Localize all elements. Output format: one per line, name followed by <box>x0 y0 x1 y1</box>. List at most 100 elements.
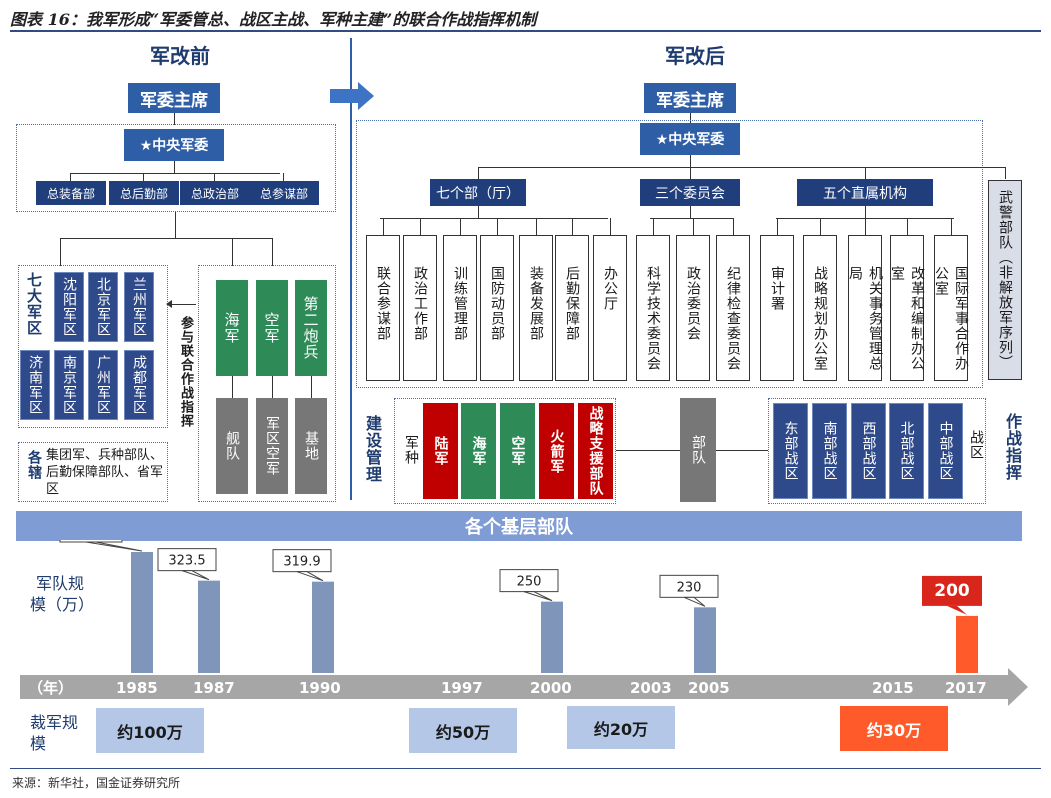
before-chair-connector <box>174 113 175 125</box>
cut-3: 约30万 <box>840 706 948 751</box>
armed-police-label: 武警部队（非解放军序列） <box>997 190 1013 370</box>
bar-1990 <box>312 581 334 673</box>
region-1-label: 北京军区 <box>95 277 111 337</box>
before-heading: 军改前 <box>150 44 210 68</box>
link-troops-theater <box>716 450 768 451</box>
after-dept-10: 审计署 <box>760 235 794 381</box>
theater-0-label: 东部战区 <box>782 421 799 481</box>
after-group-drop-1 <box>478 167 479 179</box>
before-dept-0: 总装备部 <box>36 181 106 205</box>
service-frame <box>394 398 616 504</box>
year-1987: 1987 <box>193 679 235 697</box>
after-dept-12-label: 机关事务管理总局 <box>847 266 883 371</box>
year-2000: 2000 <box>530 679 572 697</box>
before-cmc-frame <box>16 124 336 212</box>
cut-label: 裁军规模 <box>30 713 79 753</box>
after-dept-8: 政治委员会 <box>676 235 710 381</box>
after-group-1: 三个委员会 <box>640 179 740 206</box>
after-cmc-box: ★中央军委 <box>640 123 740 155</box>
after-service-3-label: 火箭军 <box>548 428 565 474</box>
g1-stem <box>478 206 479 218</box>
source-note: 来源：新华社，国金证券研究所 <box>12 776 181 790</box>
theater-4-label: 中部战区 <box>937 421 954 481</box>
before-service-link-1 <box>272 376 273 398</box>
before-chairman-box: 军委主席 <box>128 83 220 113</box>
bar-2017 <box>956 615 978 673</box>
after-cmc-frame <box>356 120 983 388</box>
arrow-right-icon <box>330 82 374 110</box>
after-dept-5-label: 后勤保障部 <box>564 266 580 341</box>
bar-value-2005: 230 <box>677 580 702 595</box>
figure-title: 图表 16：我军形成“军委管总、战区主战、军种主建”的联合作战指挥机制 <box>10 10 537 29</box>
bar-label-2005: 230 <box>659 574 719 607</box>
bar-1985 <box>131 552 153 673</box>
source-rule <box>10 768 1041 769</box>
after-dept-drop-0 <box>383 218 384 235</box>
year-2005: 2005 <box>688 679 730 697</box>
after-dept-14-label: 国际军事合作办公室 <box>933 266 969 371</box>
title-rule <box>10 30 1041 32</box>
before-down-left <box>60 238 61 266</box>
after-service-4: 战略支援部队 <box>578 403 613 499</box>
command-label: 作战指挥 <box>1003 413 1022 481</box>
region-2-label: 兰州军区 <box>131 277 147 337</box>
joint-label: 参与联合作战指挥 <box>178 316 193 428</box>
after-dept-14: 国际军事合作办公室 <box>933 235 969 381</box>
g3-stem <box>865 206 866 218</box>
before-service-link-0 <box>232 376 233 398</box>
year-2017: 2017 <box>945 679 987 697</box>
troops-label: 部队 <box>690 435 706 465</box>
region-6: 成都军区 <box>124 350 154 420</box>
before-dept-drop-2 <box>214 173 215 181</box>
after-dept-0-label: 联合参谋部 <box>375 266 391 341</box>
g2-stem <box>690 206 691 218</box>
region-0: 沈阳军区 <box>54 272 84 342</box>
before-unit-2: 基地 <box>295 398 327 494</box>
region-2: 兰州军区 <box>124 272 154 342</box>
after-dept-3-label: 国防动员部 <box>489 266 505 341</box>
g2-bar <box>650 218 733 219</box>
before-dept-3: 总参谋部 <box>249 181 319 205</box>
link-service-troops <box>616 450 680 451</box>
before-unit-0: 舰队 <box>216 398 248 494</box>
after-dept-drop-10 <box>777 218 778 235</box>
region-4-label: 南京军区 <box>61 355 77 415</box>
after-dept-0: 联合参谋部 <box>366 235 400 381</box>
after-dept-drop-3 <box>497 218 498 235</box>
after-dept-drop-8 <box>693 218 694 235</box>
bar-label-2017: 200 <box>922 575 982 615</box>
size-label: 军队规模（万） <box>30 574 95 614</box>
before-down-stem <box>175 212 176 238</box>
year-2003: 2003 <box>630 679 672 697</box>
bar-label-1987: 323.5 <box>157 548 217 581</box>
after-chair-connector <box>690 113 691 123</box>
after-dept-drop-14 <box>951 218 952 235</box>
bar-label-1990: 319.9 <box>272 549 332 582</box>
after-dept-9: 纪律检查委员会 <box>716 235 750 381</box>
after-dept-11-label: 战略规划办公室 <box>812 266 828 371</box>
after-dept-drop-1 <box>420 218 421 235</box>
after-dept-4: 装备发展部 <box>519 235 553 381</box>
after-dept-8-label: 政治委员会 <box>685 266 701 341</box>
joint-arrow-head <box>166 300 172 308</box>
theater-frame <box>768 398 986 504</box>
after-dept-12: 机关事务管理总局 <box>847 235 883 381</box>
after-dept-9-label: 纪律检查委员会 <box>725 266 741 371</box>
after-dept-drop-11 <box>820 218 821 235</box>
before-dept-bar <box>70 173 280 174</box>
before-service-0: 海军 <box>216 280 248 376</box>
theater-3-label: 北部战区 <box>898 421 915 481</box>
region-5-label: 广州军区 <box>95 355 111 415</box>
after-service-2-label: 空军 <box>509 436 526 466</box>
after-dept-10-label: 审计署 <box>769 266 785 311</box>
theater-1-label: 南部战区 <box>821 421 838 481</box>
bar-1987 <box>198 580 220 673</box>
region-3: 济南军区 <box>20 350 50 420</box>
before-service-1: 空军 <box>256 280 288 376</box>
before-down-bar <box>60 238 272 239</box>
base-units-bar: 各个基层部队 <box>16 511 1022 541</box>
before-dept-drop-1 <box>143 173 144 181</box>
region-5: 广州军区 <box>88 350 118 420</box>
regions-label: 七大军区 <box>25 272 43 336</box>
after-dept-1: 政治工作部 <box>403 235 437 381</box>
